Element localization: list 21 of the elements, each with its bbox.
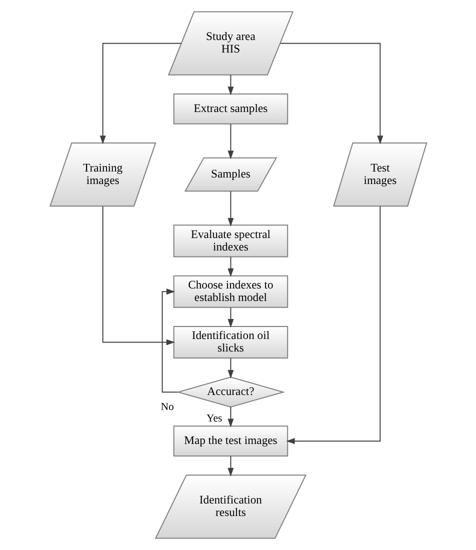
node-diamond: Accuract?	[176, 376, 285, 408]
node-box: Choose indexes to establish model	[172, 275, 288, 308]
arrow	[161, 288, 178, 393]
arrow	[227, 190, 234, 227]
node-box: Identification oil slicks	[172, 326, 288, 359]
edge-label: No	[160, 400, 174, 413]
arrow	[227, 307, 234, 328]
arrow	[227, 358, 234, 379]
arrow	[227, 406, 234, 428]
node-box: Map the test images	[172, 426, 288, 457]
arrow	[286, 206, 380, 444]
arrow	[227, 256, 234, 278]
arrow	[102, 206, 175, 346]
node-box: Extract samples	[172, 93, 288, 124]
edge-label: Yes	[206, 412, 222, 424]
node-box: Evaluate spectral indexes	[172, 224, 288, 258]
arrow	[227, 456, 234, 476]
arrow	[227, 124, 234, 160]
arrow	[280, 42, 383, 144]
arrow	[227, 74, 234, 96]
arrow	[99, 42, 182, 144]
